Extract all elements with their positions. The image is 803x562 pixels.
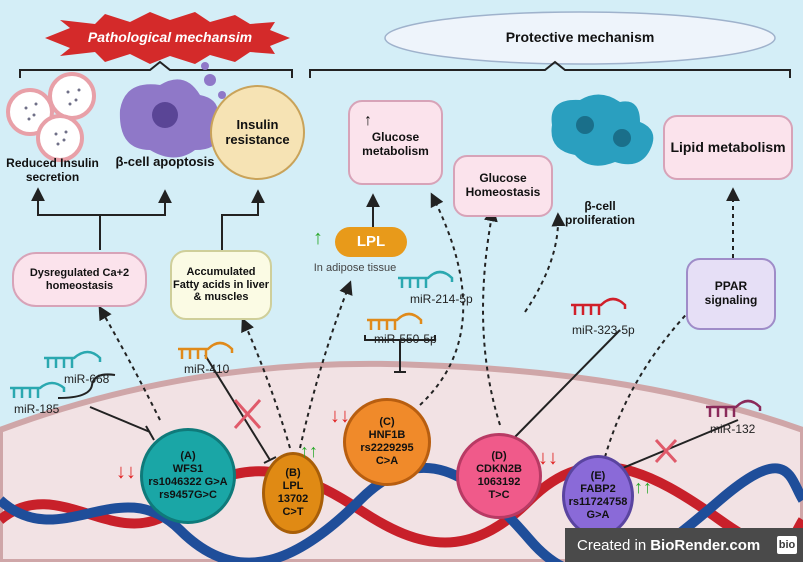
glucose-homeostasis-label: Glucose Homeostasis [465,171,541,199]
biorender-credit[interactable]: Created in BioRender.com bio [565,528,803,562]
gene-d-id: (D) [491,449,507,462]
mir132-label: miR-132 [710,422,756,436]
glucose-metabolism-label: Glucose metabolism [362,129,429,158]
gene-a-variant-2: rs9457G>C [159,489,217,502]
gene-e-variant-1: rs11724758 [568,496,628,508]
gene-a-variant-1: rs1046322 G>A [148,476,228,488]
fatty-acids-box: Accumulated Fatty acids in liver & muscl… [170,250,272,320]
lpl-pill: LPL [335,227,407,257]
ca-homeostasis-label: Dysregulated Ca+2 homeostasis [29,266,130,292]
gene-d-variant-1: 1063192 [477,476,521,488]
mir214-label: miR-214-5p [410,292,473,306]
glucose-up-arrow-icon: ↑ [364,112,372,129]
gene-b-variant-2: C>T [282,506,304,519]
insulin-resistance-label: Insulin resistance [225,116,290,147]
lpl-pill-label: LPL [356,233,386,251]
mir410-label: miR-410 [184,362,230,376]
gene-c-down-arrow-icon: ↓↓ [330,405,350,427]
gene-e-up-arrow-icon: ↑↑ [634,477,652,497]
beta-proliferation-label: β-cell proliferation [564,199,635,227]
glucose-metabolism-box: ↑ Glucose metabolism [348,100,443,185]
protective-brace [309,60,791,78]
credit-prefix: Created in [577,536,647,554]
gene-a-id: (A) [180,449,196,462]
mirna-group-brace [57,373,116,399]
glucose-homeostasis-box: Glucose Homeostasis [453,155,553,217]
gene-d-down-arrow-icon: ↓↓ [538,447,558,469]
gene-e-variant-2: G>A [586,509,610,522]
gene-e-id: (E) [590,469,606,482]
reduced-insulin-label: Reduced Insulin secretion [6,156,99,184]
ppar-box: PPAR signaling [686,258,776,330]
pathological-header-burst [45,12,290,64]
gene-a-down-arrow-icon: ↓↓ [116,461,136,483]
gene-b-up-arrow-icon: ↑↑ [300,441,318,461]
gene-node-e: (E) FABP2 rs11724758 G>A [562,455,634,537]
lpl-up-arrow-icon: ↑ [313,227,323,249]
pathological-header: Pathological mechansim [87,29,253,45]
gene-b-id: (B) [285,466,301,479]
lipid-metabolism-box: Lipid metabolism [663,115,793,180]
proliferating-cell-icon [551,94,654,166]
inhibit-cross-icon [233,399,678,464]
pathological-brace [19,60,293,78]
gene-c-id: (C) [379,415,395,428]
protective-header-ellipse [384,11,776,65]
gene-node-a: (A) WFS1 rs1046322 G>A rs9457G>C [140,428,236,524]
gene-d-variant-2: T>C [488,489,510,502]
gene-c-variant-2: C>A [375,455,399,468]
gene-d-name: CDKN2B [476,462,522,475]
fatty-acids-label: Accumulated Fatty acids in liver & muscl… [173,266,269,304]
ppar-label: PPAR signaling [704,279,758,307]
beta-apoptosis-label: β-cell apoptosis [115,154,215,169]
mirna-brace-mid [364,335,436,341]
gene-node-b: (B) LPL 13702 C>T [262,452,324,534]
gene-e-name: FABP2 [580,482,616,495]
gene-a-name: WFS1 [172,462,204,475]
mir323-label: miR-323-5p [572,323,635,337]
mir185-label: miR-185 [14,402,60,416]
gene-node-d: (D) CDKN2B 1063192 T>C [456,433,542,519]
lipid-metabolism-label: Lipid metabolism [670,139,786,156]
gene-c-name: HNF1B [368,428,406,441]
ca-homeostasis-box: Dysregulated Ca+2 homeostasis [12,252,147,307]
dna-strand-blue [0,462,803,562]
insulin-cells-icon [6,72,96,162]
protective-header: Protective mechanism [505,29,655,45]
mir550-label: miR-550-5p [374,332,437,346]
mirna-hairpin-icon [10,270,762,417]
gene-b-name: LPL [282,479,304,492]
mir668-label: miR-668 [64,372,110,386]
gene-b-variant-1: 13702 [277,493,309,505]
credit-brand: BioRender.com [650,536,761,554]
gene-node-c: (C) HNF1B rs2229295 C>A [343,398,431,486]
dna-strand-red [0,461,803,553]
gene-c-variant-1: rs2229295 [360,442,414,454]
insulin-resistance-box: Insulin resistance [210,85,305,180]
apoptotic-cell-icon [119,62,226,158]
biorender-logo-icon: bio [777,536,797,554]
adipose-label: In adipose tissue [313,262,397,274]
